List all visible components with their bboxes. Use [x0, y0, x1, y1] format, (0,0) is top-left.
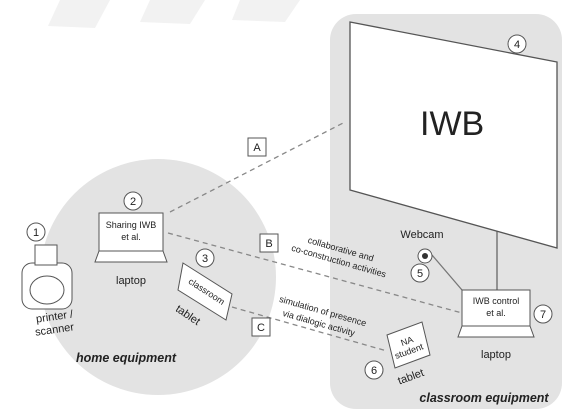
iwb-number-circle: [507, 34, 527, 54]
webcam-number-circle: [410, 263, 430, 283]
classroom-tablet-screen-line1: NA: [399, 334, 414, 348]
classroom-tablet-number: 6: [371, 365, 377, 377]
link-c: C: [251, 317, 271, 337]
classroom-tablet-number-circle: [364, 360, 384, 380]
printer-lens: [29, 275, 65, 305]
printer-number-circle: [26, 222, 46, 242]
classroom-laptop-screen-line2: et al.: [486, 308, 506, 318]
link-b-letter: B: [265, 238, 272, 250]
printer-number: 1: [33, 227, 39, 239]
printer-paper: [34, 244, 58, 266]
home-laptop: Sharing IWB et al. laptop 2: [94, 191, 168, 287]
link-b: B: [259, 233, 279, 253]
link-b-line: [167, 232, 463, 314]
classroom-laptop-number-circle: [533, 304, 553, 324]
link-a-box: [247, 137, 267, 157]
link-a: A: [247, 137, 267, 157]
iwb-label: IWB: [420, 105, 484, 143]
home-equipment-title: home equipment: [76, 351, 177, 365]
classroom-laptop: IWB control et al. laptop 7: [457, 289, 553, 361]
home-laptop-number-circle: [123, 191, 143, 211]
classroom-laptop-screen-line1: IWB control: [473, 296, 520, 306]
classroom-laptop-number: 7: [540, 309, 546, 321]
webcam: Webcam 5: [400, 229, 444, 283]
home-laptop-screen: [98, 212, 164, 252]
classroom-laptop-base: [457, 325, 535, 338]
home-laptop-screen-line1: Sharing IWB: [106, 220, 157, 230]
top-decoration: [48, 0, 300, 28]
home-laptop-label: laptop: [116, 275, 146, 287]
webcam-cable: [431, 254, 463, 291]
iwb-board: [349, 21, 558, 249]
classroom-laptop-label: laptop: [481, 349, 511, 361]
link-a-letter: A: [253, 142, 261, 154]
home-laptop-number: 2: [130, 196, 136, 208]
home-laptop-base: [94, 250, 168, 263]
home-tablet-number: 3: [202, 253, 208, 265]
webcam-label: Webcam: [400, 229, 443, 241]
link-c-letter: C: [257, 322, 265, 334]
link-a-line: [169, 121, 346, 213]
printer-scanner: 1 printer / scanner: [21, 222, 75, 339]
printer-label-line2: scanner: [34, 321, 75, 338]
link-b-box: [259, 233, 279, 253]
webcam-number: 5: [417, 268, 423, 280]
home-tablet-body: [177, 262, 233, 321]
webcam-lens-icon: [422, 253, 428, 259]
home-laptop-screen-line2: et al.: [121, 232, 141, 242]
link-c-box: [251, 317, 271, 337]
classroom-laptop-screen: [461, 289, 531, 327]
printer-label-line1: printer /: [35, 308, 75, 325]
classroom-equipment-title: classroom equipment: [419, 391, 549, 405]
classroom-tablet-body: [386, 321, 431, 369]
home-tablet-number-circle: [195, 248, 215, 268]
iwb-number: 4: [514, 39, 520, 51]
